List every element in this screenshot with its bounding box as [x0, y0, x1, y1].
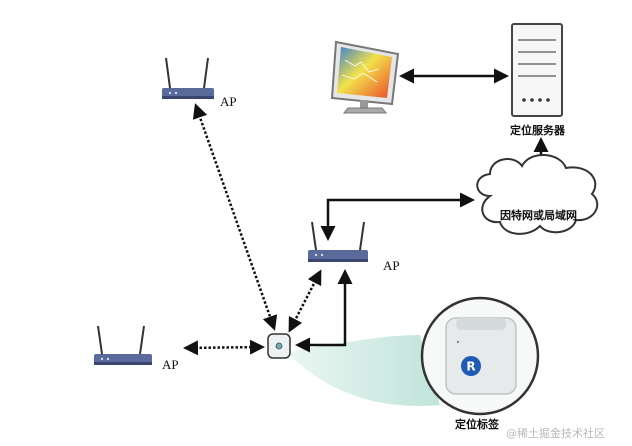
cloud-icon: [476, 153, 599, 235]
link-tag-ap-bottom: [183, 339, 265, 356]
location-tag-icon: [267, 333, 291, 359]
wifi-router-icon: [308, 221, 368, 262]
ap-label-top-left: AP: [220, 94, 237, 109]
ap-label-middle: AP: [383, 258, 400, 273]
link-tag-to-ap-middle: [295, 269, 353, 353]
tag-zoom-view: R: [420, 296, 540, 416]
tag-label: 定位标签: [455, 418, 499, 431]
link-ap-middle-to-network: [320, 192, 475, 241]
tag-logo-letter: R: [466, 360, 475, 374]
tag-zoom-beam: [286, 335, 440, 406]
watermark: @稀土掘金技术社区: [506, 427, 605, 440]
link-tag-ap-top: [192, 103, 278, 331]
wifi-router-icon: [94, 325, 152, 365]
server-label: 定位服务器: [510, 124, 565, 137]
server-tower-icon: [511, 23, 563, 117]
ap-label-bottom-left: AP: [162, 357, 179, 372]
wifi-router-icon: [162, 57, 214, 99]
link-tag-ap-middle: [288, 269, 322, 333]
monitor-icon: [330, 40, 400, 114]
network-label: 因特网或局域网: [500, 209, 577, 222]
